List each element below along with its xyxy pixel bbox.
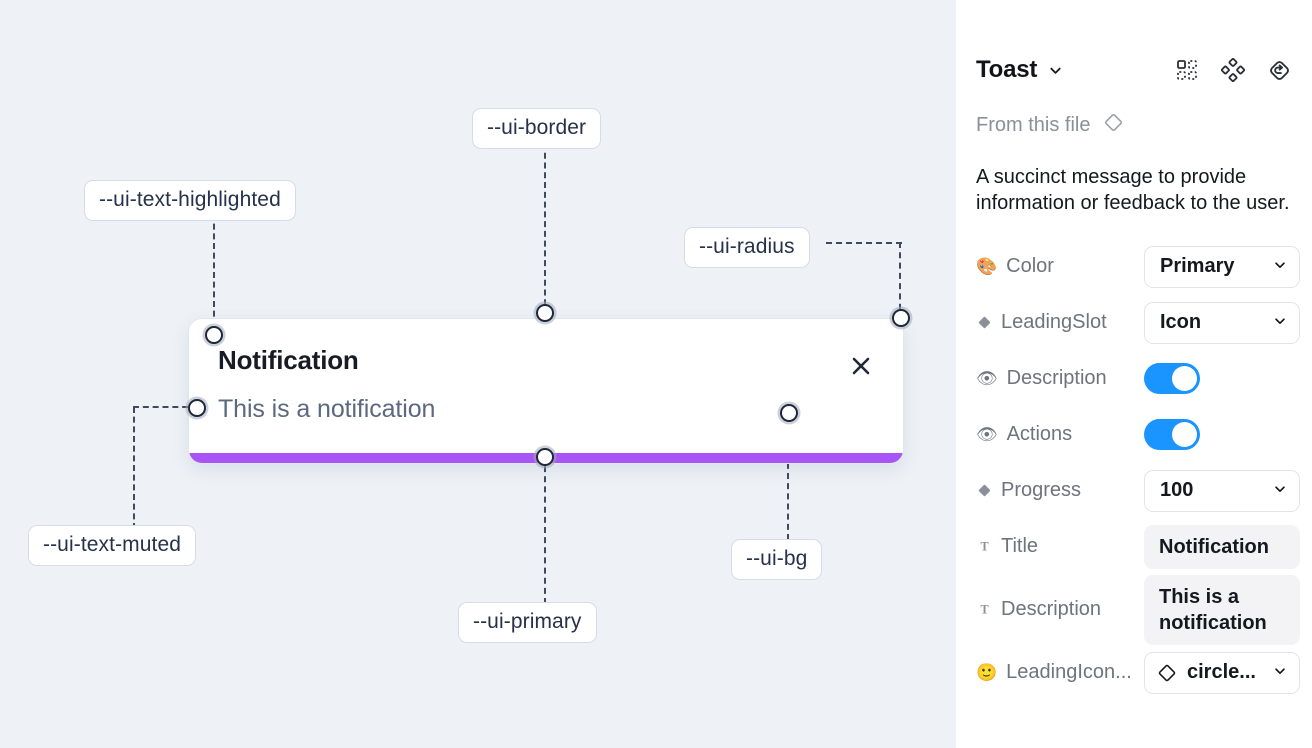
property-row-leading-icon: 🙂 LeadingIcon... circle... [976,645,1300,701]
connector-text-highlighted [213,214,215,336]
anchor-primary[interactable] [536,448,554,466]
component-set-icon[interactable] [1175,58,1199,82]
chevron-down-icon [1273,311,1287,334]
connector-text-muted-vertical [133,407,135,529]
chevron-down-icon[interactable] [1048,63,1063,78]
anchor-border[interactable] [536,304,554,322]
toggle-knob [1172,422,1197,448]
property-row-progress: Progress 100 [976,463,1300,519]
toast-description: This is a notification [218,395,436,423]
progress-select-value: 100 [1160,479,1194,502]
property-name-title: Title [1001,535,1039,558]
connector-primary [544,456,546,604]
property-name-description-text: Description [1001,598,1102,621]
diamond-component-icon [1156,662,1178,684]
toast-title: Notification [218,345,359,375]
color-select[interactable]: Primary [1144,245,1300,288]
connector-bg [787,412,789,540]
svg-text:T: T [980,603,988,617]
smiley-emoji-icon: 🙂 [976,663,998,683]
property-label-color: 🎨 Color [976,255,1144,278]
title-input[interactable]: Notification [1144,524,1300,569]
property-label-title: T Title [976,535,1144,558]
property-row-description-toggle: 👁 Description [976,351,1292,407]
leading-icon-select[interactable]: circle... [1144,651,1300,694]
progress-select[interactable]: 100 [1144,469,1300,512]
chevron-down-icon [1273,255,1287,278]
property-row-actions-toggle: 👁 Actions [976,407,1292,463]
anchor-radius[interactable] [892,309,910,327]
palette-emoji-icon: 🎨 [976,257,998,277]
reset-instance-icon[interactable] [1267,58,1292,83]
connector-text-muted-horizontal [133,406,198,408]
token-chip-radius[interactable]: --ui-radius [684,227,810,269]
property-row-color: 🎨 Color Primary [976,239,1300,295]
color-select-value: Primary [1160,255,1235,278]
leading-icon-select-value: circle... [1187,661,1256,684]
anchor-text-muted[interactable] [188,399,206,417]
actions-toggle[interactable] [1144,419,1200,451]
property-label-description-toggle: 👁 Description [976,367,1144,390]
property-label-leading-icon: 🙂 LeadingIcon... [976,661,1144,684]
anchor-bg[interactable] [780,404,798,422]
eye-emoji-icon: 👁 [976,425,998,445]
property-name-color: Color [1006,255,1054,278]
chevron-down-icon [1273,661,1287,684]
property-label-progress: Progress [976,479,1144,502]
design-canvas[interactable]: Notification This is a notification --ui… [0,0,956,748]
diamond-component-icon [1102,111,1125,140]
description-toggle[interactable] [1144,363,1200,395]
token-chip-bg[interactable]: --ui-bg [731,539,823,581]
diamond-filled-icon [976,315,992,331]
toggle-knob [1172,366,1197,392]
property-label-description-text: T Description [976,598,1144,621]
leading-slot-select[interactable]: Icon [1144,301,1300,344]
anchor-text-highlighted[interactable] [205,326,223,344]
diamond-filled-icon [976,483,992,499]
text-type-icon: T [976,539,992,555]
property-label-actions-toggle: 👁 Actions [976,423,1144,446]
connector-border [544,143,546,315]
panel-header-icons [1175,58,1292,83]
component-description: A succinct message to provide informatio… [976,166,1290,215]
token-chip-text-muted[interactable]: --ui-text-muted [28,525,197,567]
eye-emoji-icon: 👁 [976,369,998,389]
property-row-description-text: T Description This is a notification [976,574,1300,645]
property-name-description-toggle: Description [1006,367,1107,390]
token-chip-text-highlighted[interactable]: --ui-text-highlighted [84,180,296,222]
connector-radius-horizontal [826,242,902,244]
properties-panel: Toast [956,0,1312,748]
description-input[interactable]: This is a notification [1144,574,1300,645]
property-name-progress: Progress [1001,479,1082,502]
panel-title: Toast [976,56,1038,83]
from-this-file-row: From this file [976,111,1292,140]
property-row-leading-slot: LeadingSlot Icon [976,295,1300,351]
property-name-leading-icon: LeadingIcon... [1006,661,1132,684]
text-type-icon: T [976,602,992,618]
token-chip-border[interactable]: --ui-border [472,108,602,150]
close-x-icon[interactable] [847,352,875,380]
property-name-actions-toggle: Actions [1006,423,1073,446]
property-list: 🎨 Color Primary [976,239,1300,701]
component-diamonds-icon[interactable] [1221,58,1245,82]
leading-slot-select-value: Icon [1160,311,1202,334]
chevron-down-icon [1273,479,1287,502]
property-name-leading-slot: LeadingSlot [1001,311,1107,334]
panel-header: Toast [976,52,1292,88]
toast-preview-card[interactable]: Notification This is a notification [188,318,904,464]
connector-radius-vertical [899,242,901,320]
token-chip-primary[interactable]: --ui-primary [458,602,597,644]
from-this-file-label: From this file [976,114,1091,136]
svg-text:T: T [980,540,988,554]
property-row-title: T Title Notification [976,519,1300,575]
property-label-leading-slot: LeadingSlot [976,311,1144,334]
